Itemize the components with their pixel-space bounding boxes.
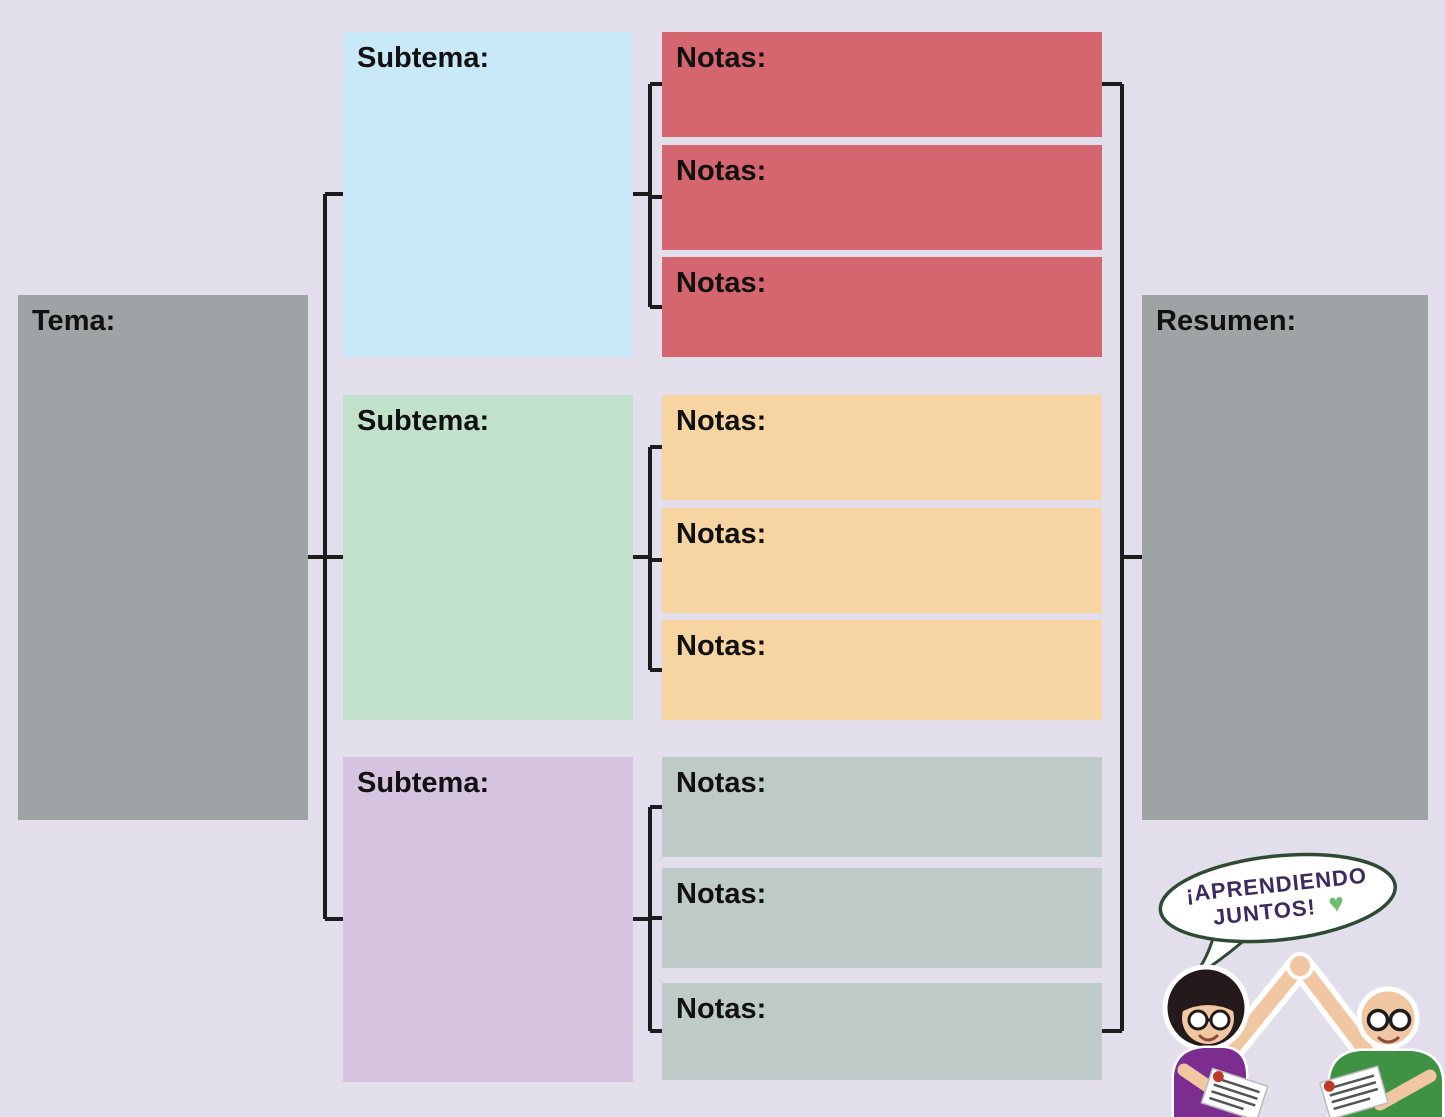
subtema2-to-notas-connector	[633, 445, 662, 672]
notas-label: Notas:	[676, 267, 767, 299]
subtema-box-1: Subtema:	[343, 32, 633, 357]
resumen-box: Resumen:	[1142, 295, 1428, 820]
tema-to-subtemas-connector	[308, 192, 343, 921]
tema-box: Tema:	[18, 295, 308, 820]
subtema-label: Subtema:	[357, 767, 490, 799]
notas-label: Notas:	[676, 155, 767, 187]
notas-label: Notas:	[676, 630, 767, 662]
notas-box-2-1: Notas:	[662, 395, 1102, 500]
man-figure	[1318, 986, 1445, 1117]
high-five-hands	[1286, 952, 1314, 980]
woman-hair-fringe	[1181, 985, 1235, 1012]
green-heart-icon: ♥	[1327, 887, 1346, 919]
woman-glasses-icon	[1187, 1009, 1231, 1031]
notas-label: Notas:	[676, 993, 767, 1025]
man-raised-arm	[1298, 964, 1378, 1064]
man-forearm	[1373, 1069, 1437, 1111]
notas-box-1-1: Notas:	[662, 32, 1102, 137]
sticker-svg: ¡APRENDIENDO JUNTOS! ♥	[1158, 852, 1445, 1117]
notas-box-1-3: Notas:	[662, 257, 1102, 357]
sticker-illustration: ¡APRENDIENDO JUNTOS! ♥	[1148, 848, 1445, 1117]
man-smile	[1377, 1036, 1400, 1044]
subtema-box-2: Subtema:	[343, 395, 633, 720]
subtema-label: Subtema:	[357, 405, 490, 437]
notas-label: Notas:	[676, 518, 767, 550]
notas-box-2-3: Notas:	[662, 620, 1102, 720]
woman-raised-arm	[1218, 962, 1304, 1064]
notas-to-resumen-connector	[1102, 82, 1142, 1033]
speech-bubble: ¡APRENDIENDO JUNTOS! ♥	[1158, 852, 1397, 981]
woman-figure	[1162, 964, 1269, 1117]
notas-box-1-2: Notas:	[662, 145, 1102, 250]
notas-box-3-1: Notas:	[662, 757, 1102, 857]
man-paper-notes	[1318, 1065, 1389, 1117]
subtema1-to-notas-connector	[633, 82, 662, 309]
notas-label: Notas:	[676, 42, 767, 74]
notas-box-3-2: Notas:	[662, 868, 1102, 968]
notas-box-2-2: Notas:	[662, 508, 1102, 613]
high-five-arms	[1213, 952, 1383, 1069]
notas-label: Notas:	[676, 767, 767, 799]
tema-label: Tema:	[32, 305, 116, 337]
notas-label: Notas:	[676, 405, 767, 437]
speech-bubble-shape	[1158, 852, 1397, 944]
notas-label: Notas:	[676, 878, 767, 910]
subtema-box-3: Subtema:	[343, 757, 633, 1082]
resumen-label: Resumen:	[1156, 305, 1297, 337]
man-glasses-icon	[1366, 1008, 1412, 1032]
woman-paper-notes	[1200, 1067, 1269, 1117]
woman-smile	[1198, 1034, 1219, 1042]
subtema-label: Subtema:	[357, 42, 490, 74]
subtema3-to-notas-connector	[633, 805, 662, 1033]
notas-box-3-3: Notas:	[662, 983, 1102, 1080]
